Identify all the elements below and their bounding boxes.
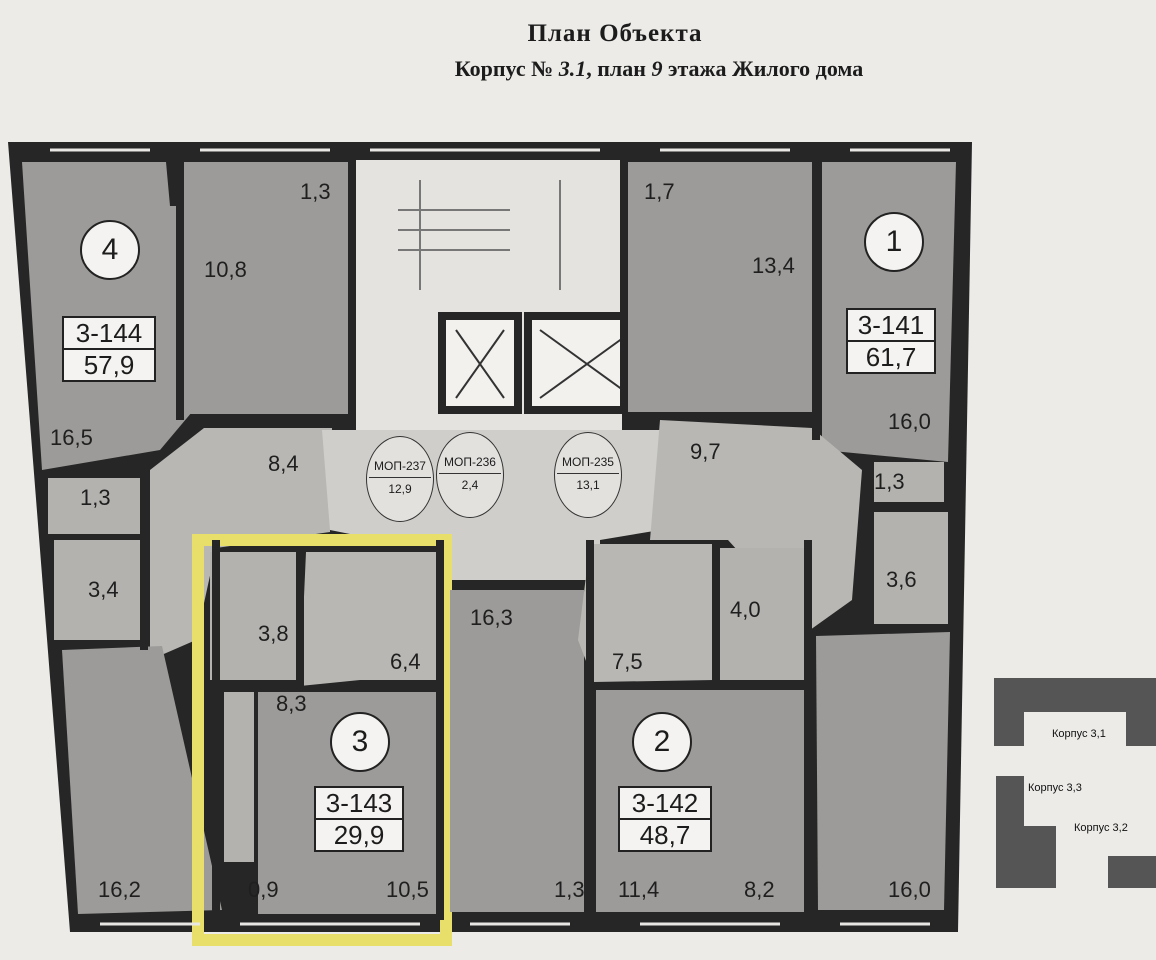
room-area: 1,7 <box>644 179 675 204</box>
apt-area-1: 61,7 <box>865 342 917 372</box>
room-area: 13,4 <box>752 253 795 278</box>
building-number: 3.1 <box>558 56 587 81</box>
apt-code-3: 3-143 <box>316 788 402 820</box>
room-area: 16,2 <box>98 877 141 902</box>
apt-area-4: 57,9 <box>83 350 135 380</box>
room-area: 16,0 <box>888 409 931 434</box>
apt-badge-3: 3-143 29,9 <box>314 786 404 852</box>
room-apt2-bedroom <box>450 590 584 912</box>
common-area-marker: МОП-237 12,9 <box>366 436 434 522</box>
room-apt1-room2 <box>816 632 950 910</box>
room-area: 4,0 <box>730 597 761 622</box>
common-area-value: 12,9 <box>369 477 431 496</box>
room-area: 0,9 <box>248 877 279 902</box>
room-area: 1,3 <box>554 877 585 902</box>
floor-number: 9 <box>651 56 663 81</box>
inner-walls <box>140 152 874 920</box>
common-area-value: 2,4 <box>439 473 501 492</box>
room-area: 8,3 <box>276 691 307 716</box>
room-area: 8,4 <box>268 451 299 476</box>
room-area: 16,3 <box>470 605 513 630</box>
room-apt4-bedroom <box>184 162 352 414</box>
room-area: 10,5 <box>386 877 429 902</box>
key-plan-label: Корпус 3,1 <box>1052 728 1106 740</box>
apt-area-3: 29,9 <box>333 820 385 850</box>
room-apt4-wc <box>48 478 144 534</box>
common-area-id: МОП-237 <box>374 459 426 473</box>
apt-marker-4: 4 <box>80 220 140 280</box>
room-area: 9,7 <box>690 439 721 464</box>
room-area: 7,5 <box>612 649 643 674</box>
common-area-id: МОП-235 <box>562 455 614 469</box>
apt-code-1: 3-141 <box>848 310 934 342</box>
key-plan-label: Корпус 3,2 <box>1074 822 1128 834</box>
room-area: 3,8 <box>258 621 289 646</box>
common-area-value: 13,1 <box>557 473 619 492</box>
room-apt2-hall <box>578 544 714 682</box>
common-area-marker: МОП-236 2,4 <box>436 432 504 518</box>
room-area: 16,0 <box>888 877 931 902</box>
apt-marker-1: 1 <box>864 212 924 272</box>
common-area-id: МОП-236 <box>444 455 496 469</box>
apt-badge-2: 3-142 48,7 <box>618 786 712 852</box>
apt-code-4: 3-144 <box>64 318 154 350</box>
room-area: 3,6 <box>886 567 917 592</box>
room-apt3-hall <box>300 552 438 686</box>
page-subtitle: Корпус № 3.1, план 9 этажа Жилого дома <box>454 56 864 81</box>
key-plan-label: Корпус 3,3 <box>1028 782 1082 794</box>
room-apt3-bath <box>210 552 302 680</box>
common-area-marker: МОП-235 13,1 <box>554 432 622 518</box>
apt3-highlight <box>192 534 452 946</box>
room-apt1-bath <box>870 512 948 624</box>
room-area: 10,8 <box>204 257 247 282</box>
room-apt4-room2 <box>62 646 222 914</box>
apt-marker-3: 3 <box>330 712 390 772</box>
page-title: План Объекта <box>527 20 703 47</box>
apt-marker-2: 2 <box>632 712 692 772</box>
room-area: 1,3 <box>80 485 111 510</box>
room-apt1-wc <box>870 462 944 502</box>
apt-area-2: 48,7 <box>639 820 691 850</box>
room-apt1-kitchen <box>628 162 812 412</box>
windows <box>50 148 950 926</box>
apt-badge-4: 3-144 57,9 <box>62 316 156 382</box>
room-area: 8,2 <box>744 877 775 902</box>
key-plan: Корпус 3,1 Корпус 3,3 Корпус 3,2 <box>990 676 1156 888</box>
room-area: 16,5 <box>50 425 93 450</box>
room-area: 1,3 <box>874 469 905 494</box>
room-apt3-kitchen <box>224 692 254 862</box>
room-area: 3,4 <box>88 577 119 602</box>
apt-badge-1: 3-141 61,7 <box>846 308 936 374</box>
room-area: 6,4 <box>390 649 421 674</box>
apt-code-2: 3-142 <box>620 788 710 820</box>
room-apt4-bath <box>54 540 144 640</box>
room-apt2-bath <box>720 548 804 680</box>
room-area: 11,4 <box>618 877 660 902</box>
room-area: 1,3 <box>300 179 331 204</box>
